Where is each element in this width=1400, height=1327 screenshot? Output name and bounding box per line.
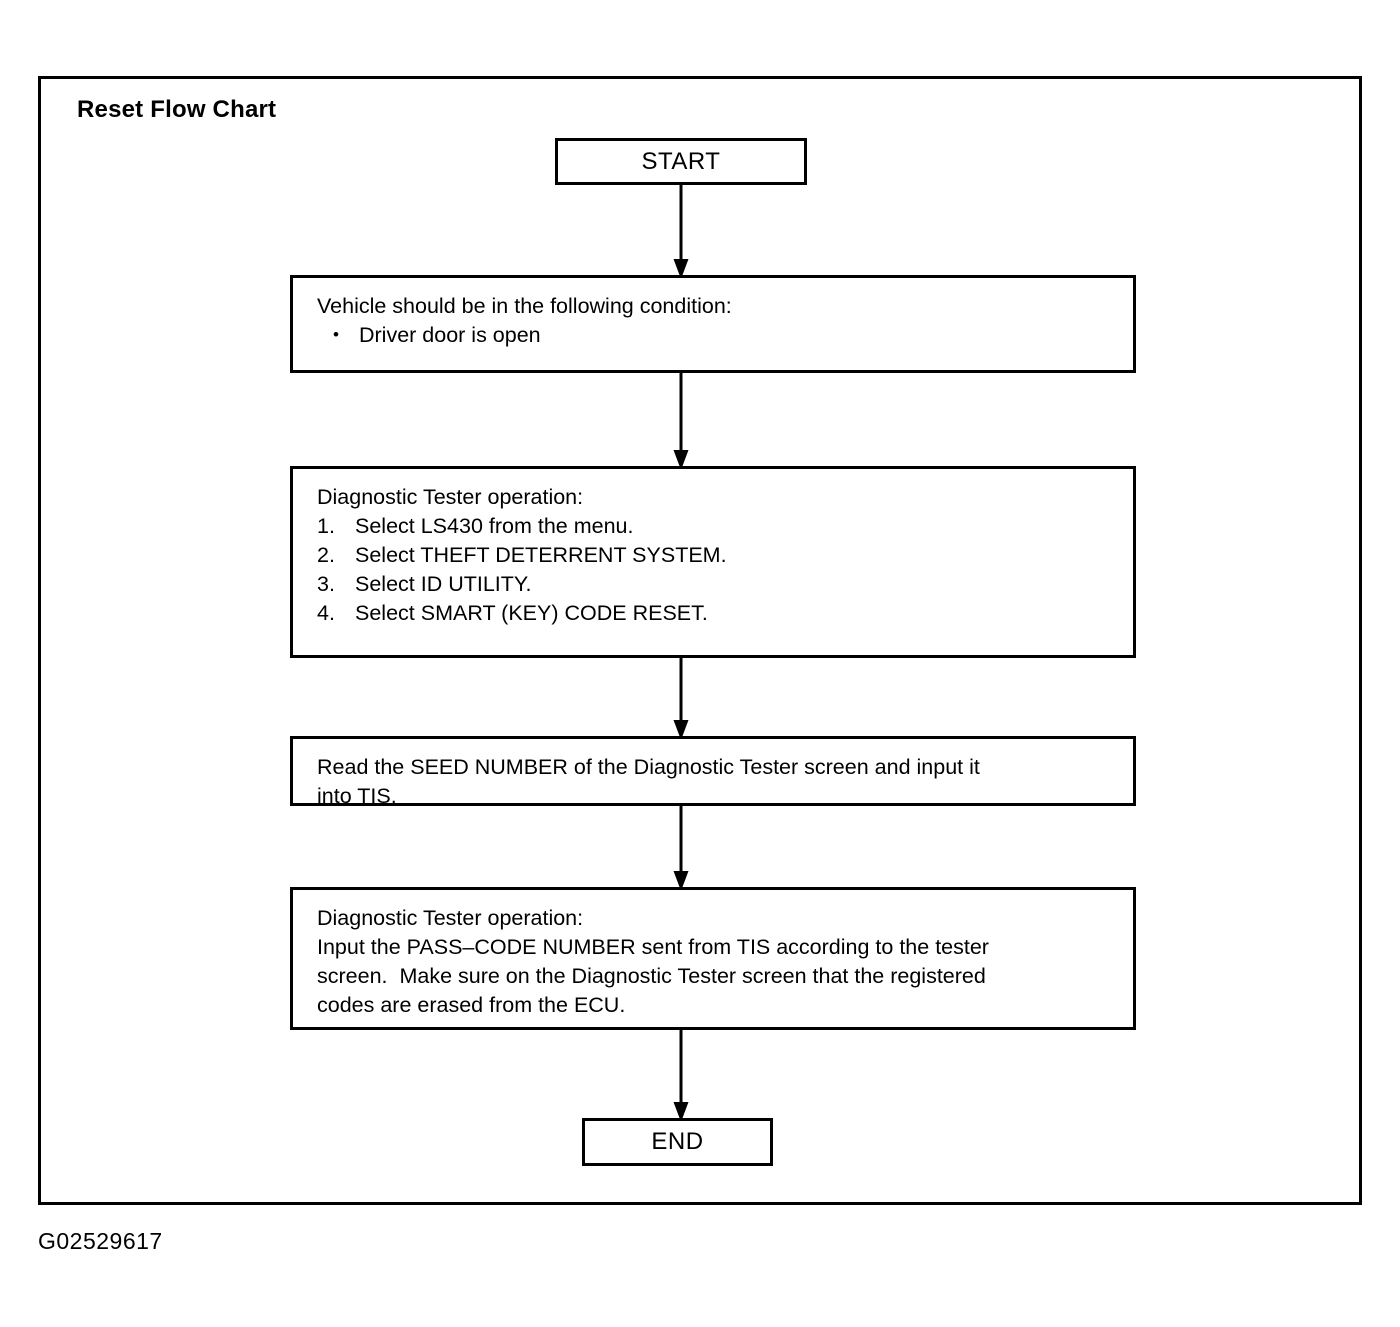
flow-node-read-seed-number: Read the SEED NUMBER of the Diagnostic T… — [290, 736, 1136, 808]
page-title: Reset Flow Chart — [77, 96, 277, 123]
vehicle-condition-bullet-list: Driver door is open — [317, 320, 1109, 350]
passcode-line-2: Input the PASS–CODE NUMBER sent from TIS… — [317, 935, 989, 959]
flow-node-start-label: START — [641, 147, 721, 175]
vehicle-condition-heading: Vehicle should be in the following condi… — [317, 294, 732, 318]
flow-node-vehicle-condition: Vehicle should be in the following condi… — [290, 275, 1136, 373]
list-item: Select ID UTILITY. — [317, 570, 532, 599]
tester-ops-step-list: Select LS430 from the menu. Select THEFT… — [317, 512, 1109, 628]
flow-chart-frame: Reset Flow Chart START Vehicle should be… — [38, 76, 1362, 1205]
passcode-line-1: Diagnostic Tester operation: — [317, 906, 584, 930]
arrow-tester-ops-to-seed — [668, 656, 694, 740]
list-item: Select LS430 from the menu. — [317, 512, 634, 541]
figure-code: G02529617 — [38, 1228, 163, 1254]
arrow-seed-to-passcode — [668, 804, 694, 891]
flow-node-input-pass-code: Diagnostic Tester operation: Input the P… — [290, 887, 1136, 1030]
seed-line-2: into TIS. — [317, 784, 397, 808]
flow-node-tester-operation-menu: Diagnostic Tester operation: Select LS43… — [290, 466, 1136, 658]
list-item: Select THEFT DETERRENT SYSTEM. — [317, 541, 727, 570]
flow-node-start: START — [555, 138, 807, 185]
passcode-line-3: screen. Make sure on the Diagnostic Test… — [317, 964, 986, 988]
flow-node-end-label: END — [651, 1128, 704, 1155]
passcode-line-4: codes are erased from the ECU. — [317, 993, 626, 1017]
tester-ops-heading: Diagnostic Tester operation: — [317, 485, 584, 509]
list-item: Driver door is open — [317, 320, 1109, 350]
arrow-condition-to-tester-ops — [668, 371, 694, 470]
list-item: Select SMART (KEY) CODE RESET. — [317, 599, 708, 628]
seed-line-1: Read the SEED NUMBER of the Diagnostic T… — [317, 755, 980, 779]
arrow-passcode-to-end — [668, 1028, 694, 1122]
flow-node-end: END — [582, 1118, 773, 1166]
arrow-start-to-condition — [668, 183, 694, 279]
